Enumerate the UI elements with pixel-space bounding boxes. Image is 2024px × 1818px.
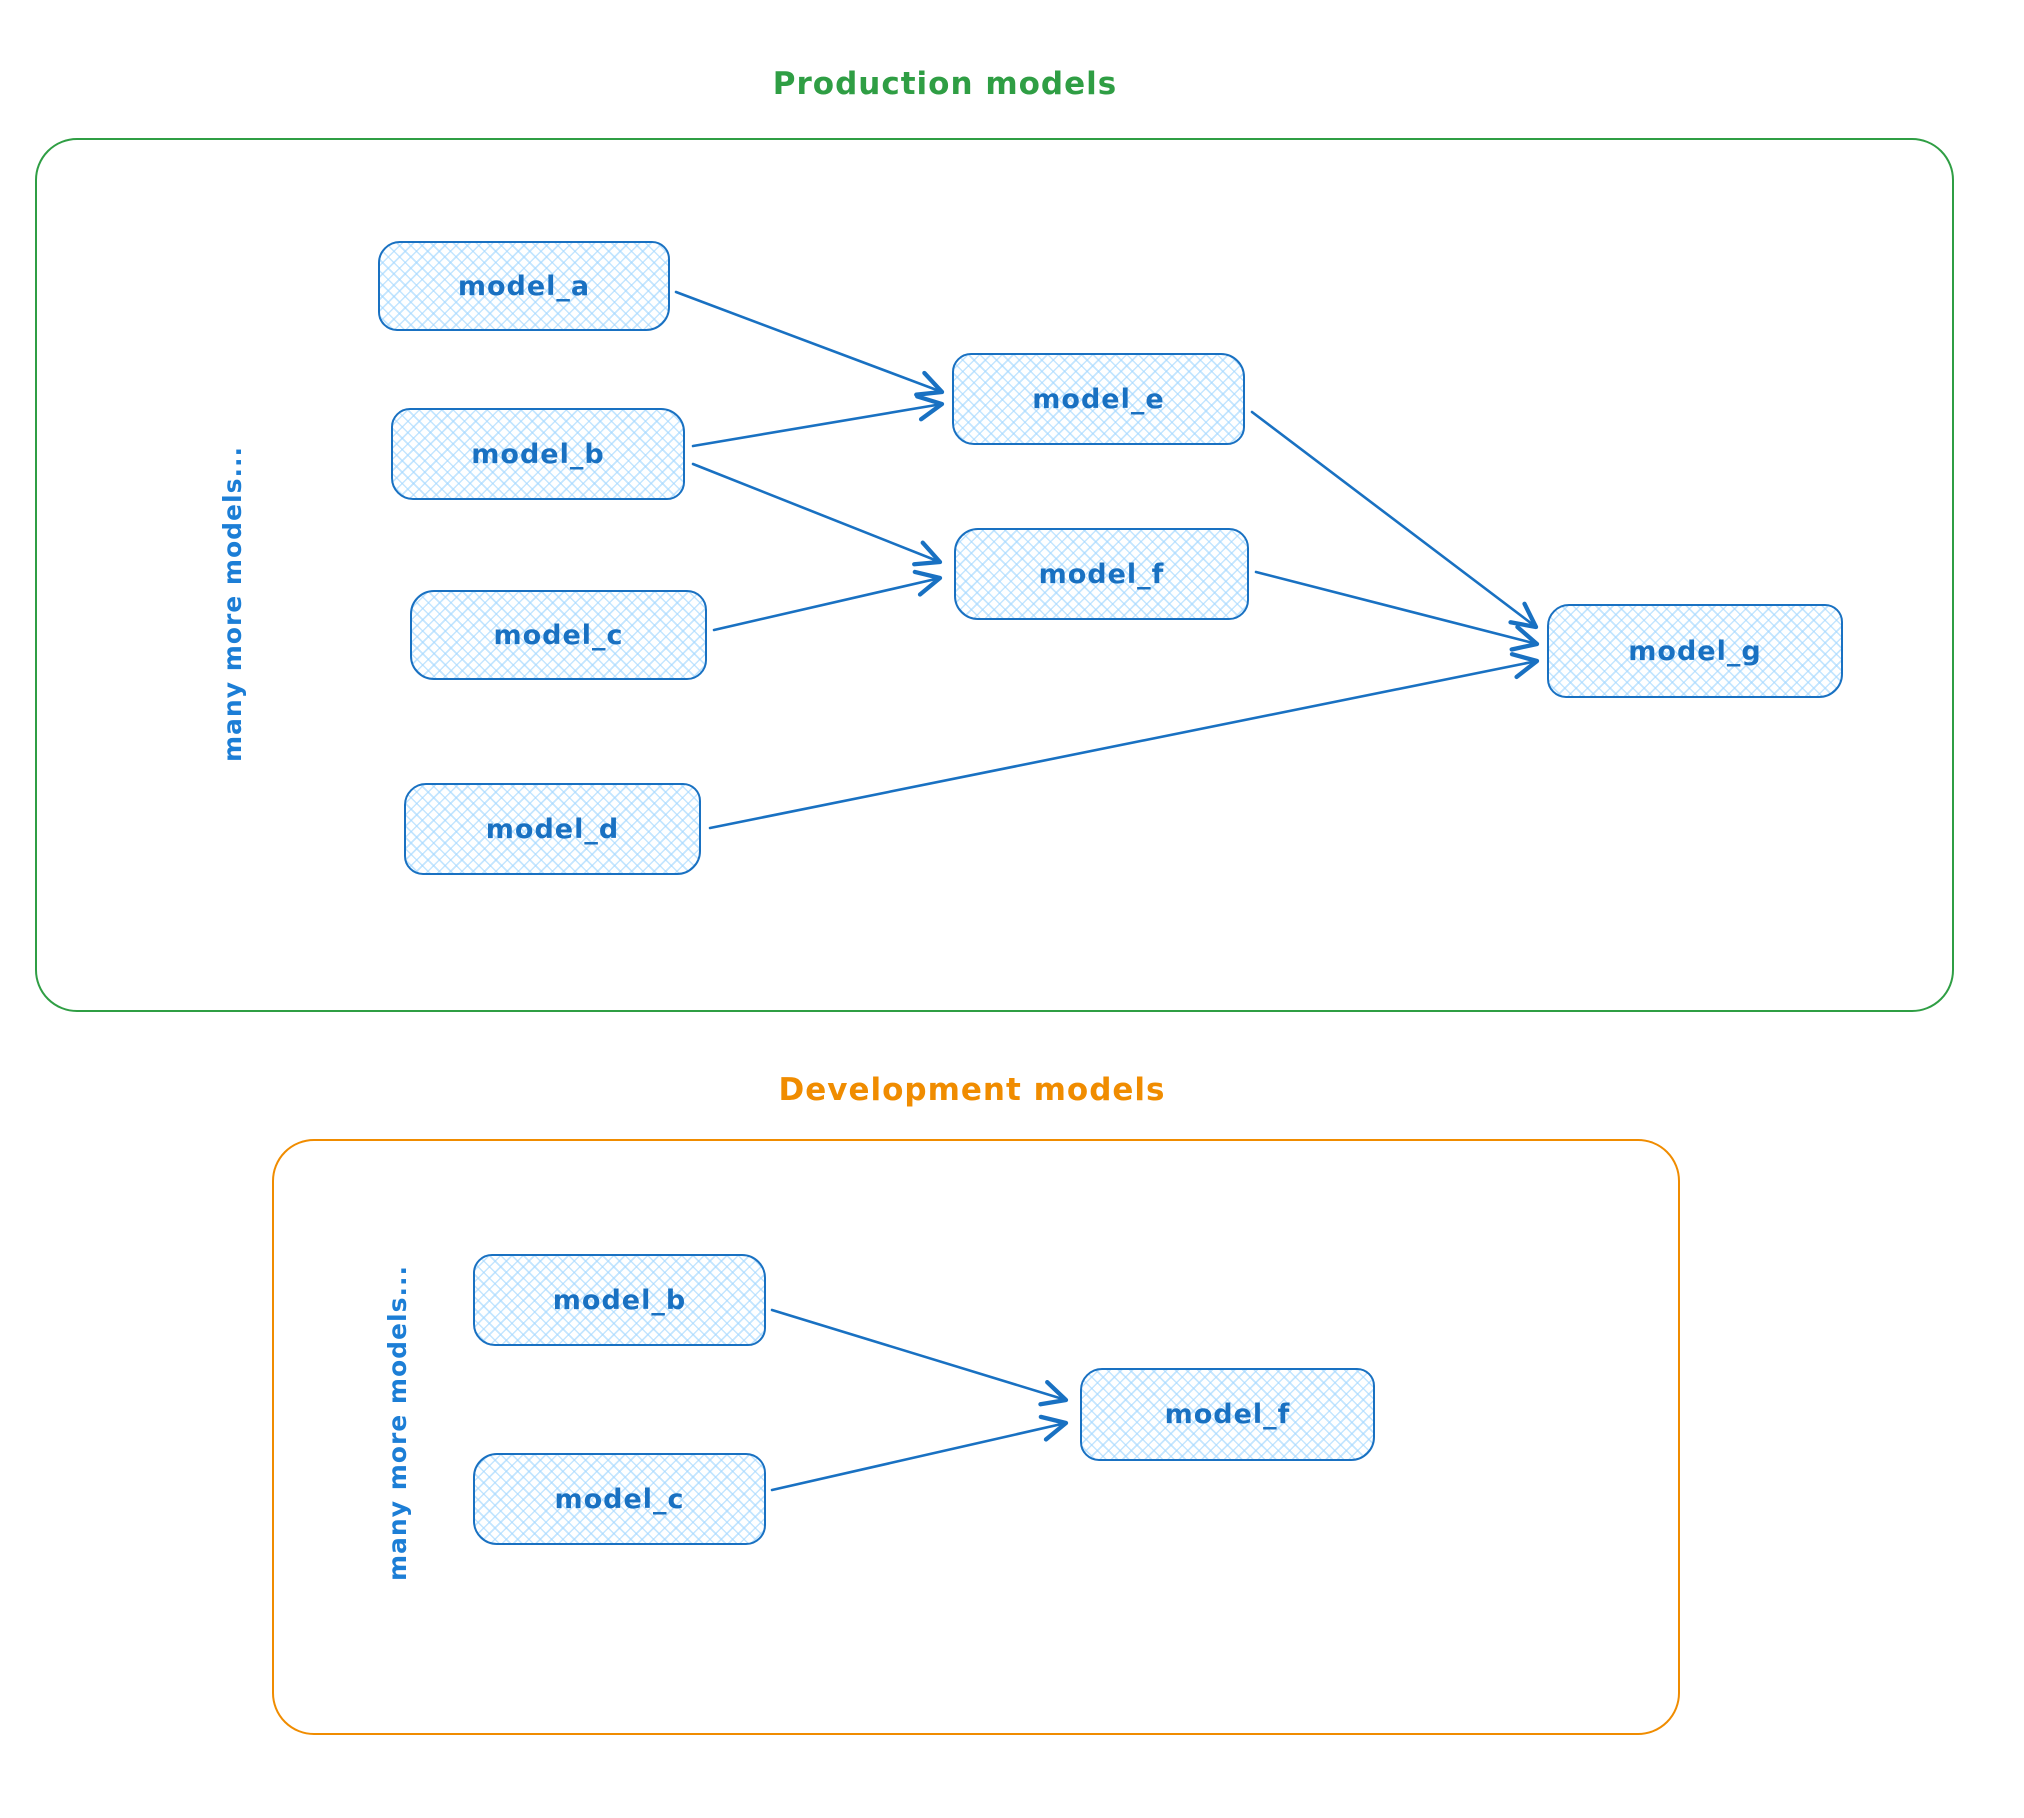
node-dev-model-c-label: model_c (554, 1483, 685, 1515)
node-dev-model-b-label: model_b (552, 1284, 687, 1316)
development-side-label: many more models... (383, 1265, 412, 1581)
production-side-label: many more models... (218, 446, 247, 762)
node-prod-model-e-label: model_e (1032, 383, 1165, 415)
node-prod-model-a-label: model_a (457, 270, 591, 302)
node-prod-model-g-label: model_g (1628, 635, 1762, 667)
node-prod-model-a: model_a (378, 241, 670, 331)
node-dev-model-b: model_b (473, 1254, 766, 1346)
node-prod-model-c-label: model_c (493, 619, 624, 651)
node-prod-model-b: model_b (391, 408, 685, 500)
production-container (35, 138, 1954, 1012)
node-prod-model-g: model_g (1547, 604, 1843, 698)
node-prod-model-d: model_d (404, 783, 701, 875)
node-prod-model-d-label: model_d (485, 813, 620, 845)
production-title: Production models (772, 66, 1118, 102)
node-prod-model-f: model_f (954, 528, 1249, 620)
node-dev-model-f-label: model_f (1164, 1399, 1291, 1430)
node-prod-model-e: model_e (952, 353, 1245, 445)
node-prod-model-b-label: model_b (471, 438, 605, 470)
node-dev-model-c: model_c (473, 1453, 766, 1545)
development-container (272, 1139, 1680, 1735)
node-prod-model-c: model_c (410, 590, 707, 680)
node-dev-model-f: model_f (1080, 1368, 1375, 1461)
node-prod-model-f-label: model_f (1038, 558, 1165, 590)
development-title: Development models (778, 1072, 1166, 1108)
